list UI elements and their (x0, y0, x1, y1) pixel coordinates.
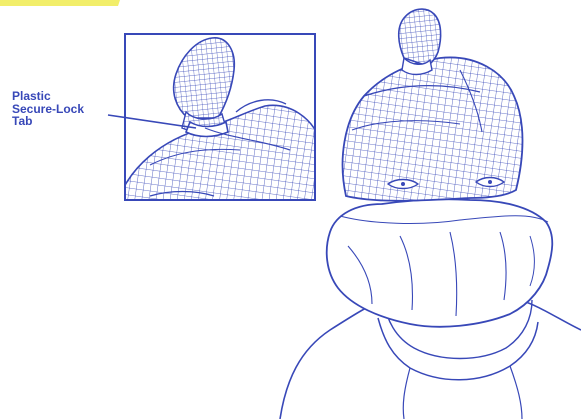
top-accent-strip (0, 0, 120, 6)
hood-knot (399, 9, 441, 66)
callout-label: Plastic Secure-Lock Tab (12, 90, 122, 128)
inset-knot-mesh (174, 38, 235, 118)
person-figure (280, 9, 581, 419)
collar (378, 318, 538, 380)
inset-detail (118, 34, 320, 205)
